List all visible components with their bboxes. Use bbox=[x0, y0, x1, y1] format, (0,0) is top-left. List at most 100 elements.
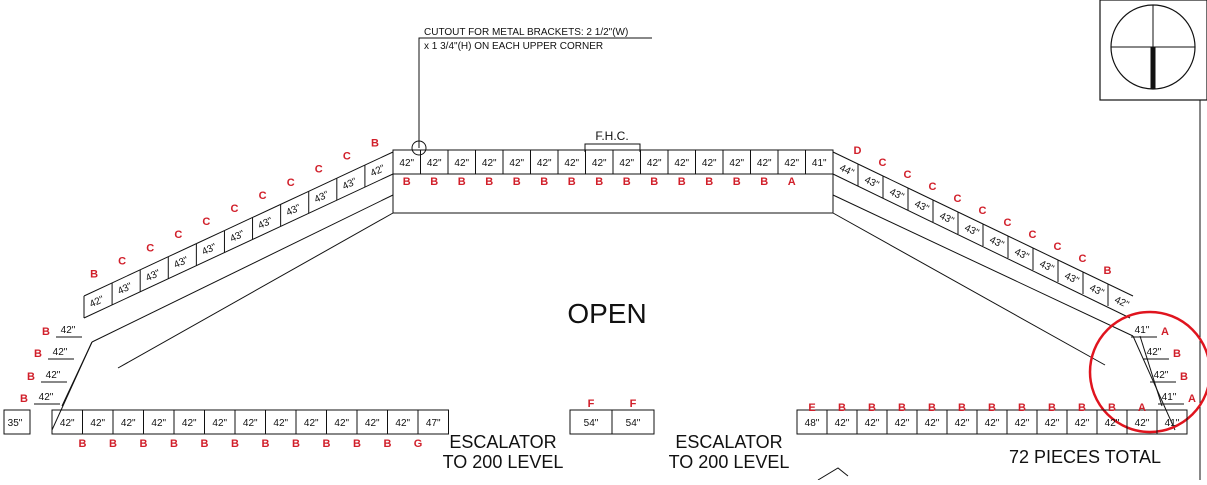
right-diagonal-outer-edge bbox=[1007, 235, 1034, 249]
bottom-middle-dim-label: 54" bbox=[626, 418, 641, 429]
top-row-code-label: B bbox=[623, 176, 631, 188]
bottom-right-code-label: A bbox=[1138, 402, 1146, 414]
bottom-left-dim-label: 42" bbox=[334, 418, 349, 429]
left-diagonal-code-label: C bbox=[174, 229, 182, 241]
right-diagonal-dim-label: 43" bbox=[1063, 271, 1081, 287]
bottom-right-dim-label: 48" bbox=[805, 418, 820, 429]
left-diagonal-code-label: C bbox=[343, 151, 351, 163]
right-diagonal-code-label: C bbox=[1054, 241, 1062, 253]
right-diagonal-outer-edge bbox=[957, 211, 984, 225]
left-diagonal-dim-label: 43" bbox=[257, 215, 275, 231]
top-row-code-label: B bbox=[678, 176, 686, 188]
right-stairs-dim-label: 41" bbox=[1135, 325, 1150, 336]
right-diagonal-code-label: C bbox=[1004, 217, 1012, 229]
left-diagonal-outer-edge bbox=[308, 177, 338, 192]
right-diagonal-code-label: C bbox=[904, 169, 912, 181]
left-stairs-code-label: B bbox=[42, 326, 50, 338]
compass-north-icon bbox=[1099, 0, 1207, 101]
top-row-code-label: B bbox=[403, 176, 411, 188]
top-row-code-label: B bbox=[485, 176, 493, 188]
left-diagonal-outer-edge bbox=[364, 151, 394, 166]
top-row-dim-label: 42" bbox=[454, 158, 469, 169]
top-row-code-label: B bbox=[458, 176, 466, 188]
right-diagonal-dim-label: 42" bbox=[1113, 295, 1131, 311]
top-row-dim-label: 42" bbox=[564, 158, 579, 169]
bottom-right-code-label: B bbox=[988, 402, 996, 414]
right-diagonal-dim-label: 43" bbox=[913, 199, 931, 215]
left-diagonal-dim-label: 43" bbox=[313, 189, 331, 205]
bottom-right-code-label: B bbox=[838, 402, 846, 414]
right-diagonal-dim-label: 43" bbox=[888, 187, 906, 203]
left-diagonal-dim-label: 43" bbox=[341, 176, 359, 192]
bottom-left-dim-label: 42" bbox=[90, 418, 105, 429]
bottom-right-dim-label: 41" bbox=[1165, 418, 1180, 429]
left-diagonal-outer-edge bbox=[196, 230, 225, 245]
bottom-middle-code-label: F bbox=[588, 398, 595, 410]
top-row-code-label: B bbox=[760, 176, 768, 188]
bottom-left-dim-label: 42" bbox=[273, 418, 288, 429]
left-diagonal-dim-label: 43" bbox=[172, 255, 190, 271]
bottom-right-dim-label: 42" bbox=[925, 418, 940, 429]
bottom-middle-dim-label: 54" bbox=[584, 418, 599, 429]
left-diagonal-outer-edge bbox=[252, 203, 281, 218]
right-diagonal-code-label: C bbox=[1079, 253, 1087, 265]
right-diagonal-outer-edge bbox=[1057, 259, 1084, 273]
open-label: OPEN bbox=[567, 298, 646, 329]
fhc-bracket bbox=[584, 143, 641, 152]
left-diagonal-outer-edge bbox=[168, 243, 197, 258]
right-diagonal-outer-edge bbox=[857, 163, 884, 177]
escalator-right-line-2: TO 200 LEVEL bbox=[669, 452, 790, 472]
top-row-code-label: B bbox=[540, 176, 548, 188]
bottom-right-code-label: B bbox=[1078, 402, 1086, 414]
left-diagonal-dim-label: 43" bbox=[144, 268, 162, 284]
right-diagonal-dim-label: 43" bbox=[863, 175, 881, 191]
top-row-dim-label: 42" bbox=[647, 158, 662, 169]
bottom-right-dim-label: 42" bbox=[1045, 418, 1060, 429]
left-diagonal-dim-label: 43" bbox=[285, 202, 303, 218]
escalator-left-line-1: ESCALATOR bbox=[449, 432, 556, 452]
bottom-middle-box bbox=[611, 409, 655, 435]
left-stairs-code-label: B bbox=[34, 348, 42, 360]
left-diagonal-outer-edge bbox=[111, 269, 141, 284]
left-stairs-dim-label: 42" bbox=[46, 370, 61, 381]
bottom-left-dim-label: 42" bbox=[243, 418, 258, 429]
bottom-right-code-label: B bbox=[1108, 402, 1116, 414]
bottom-left-code-label: B bbox=[140, 438, 148, 450]
bottom-right-dim-label: 42" bbox=[1135, 418, 1150, 429]
left-diagonal-code-label: C bbox=[287, 177, 295, 189]
top-row-dim-label: 42" bbox=[482, 158, 497, 169]
right-stairs-dim-label: 41" bbox=[1162, 392, 1177, 403]
top-row-code-label: B bbox=[733, 176, 741, 188]
left-diagonal-dim-label: 42" bbox=[369, 163, 387, 179]
bottom-left-code-label: B bbox=[231, 438, 239, 450]
bottom-left-end-box bbox=[3, 409, 31, 435]
bottom-left-dim-label: 42" bbox=[212, 418, 227, 429]
bottom-left-dim-label: 42" bbox=[395, 418, 410, 429]
bottom-left-box bbox=[417, 409, 449, 435]
bottom-right-dim-label: 42" bbox=[985, 418, 1000, 429]
bottom-right-dim-label: 42" bbox=[1105, 418, 1120, 429]
bottom-left-code-label: B bbox=[353, 438, 361, 450]
bottom-left-code-label: B bbox=[262, 438, 270, 450]
left-diagonal-code-label: C bbox=[146, 242, 154, 254]
top-row-dim-label: 42" bbox=[674, 158, 689, 169]
cutout-leader bbox=[411, 37, 652, 156]
top-row-dim-label: 41" bbox=[812, 158, 827, 169]
bottom-right-code-label: B bbox=[898, 402, 906, 414]
bottom-middle-code-label: F bbox=[630, 398, 637, 410]
bottom-left-dim-label: 42" bbox=[60, 418, 75, 429]
fhc-label: F.H.C. bbox=[595, 129, 628, 143]
bottom-left-code-label: B bbox=[79, 438, 87, 450]
top-row-dim-label: 42" bbox=[619, 158, 634, 169]
left-stairs-dim-label: 42" bbox=[39, 392, 54, 403]
bottom-left-end-dim-label: 35" bbox=[8, 418, 23, 429]
right-diagonal-dim-label: 44" bbox=[838, 163, 856, 179]
right-diagonal-dim-label: 43" bbox=[1088, 283, 1106, 299]
right-diagonal-code-label: C bbox=[954, 193, 962, 205]
top-row-dim-label: 42" bbox=[592, 158, 607, 169]
top-row-code-label: B bbox=[430, 176, 438, 188]
right-diagonal-outer-edge bbox=[982, 223, 1009, 237]
cutout-note-line-1: CUTOUT FOR METAL BRACKETS: 2 1/2"(W) bbox=[424, 27, 628, 38]
left-diagonal-code-label: C bbox=[202, 216, 210, 228]
